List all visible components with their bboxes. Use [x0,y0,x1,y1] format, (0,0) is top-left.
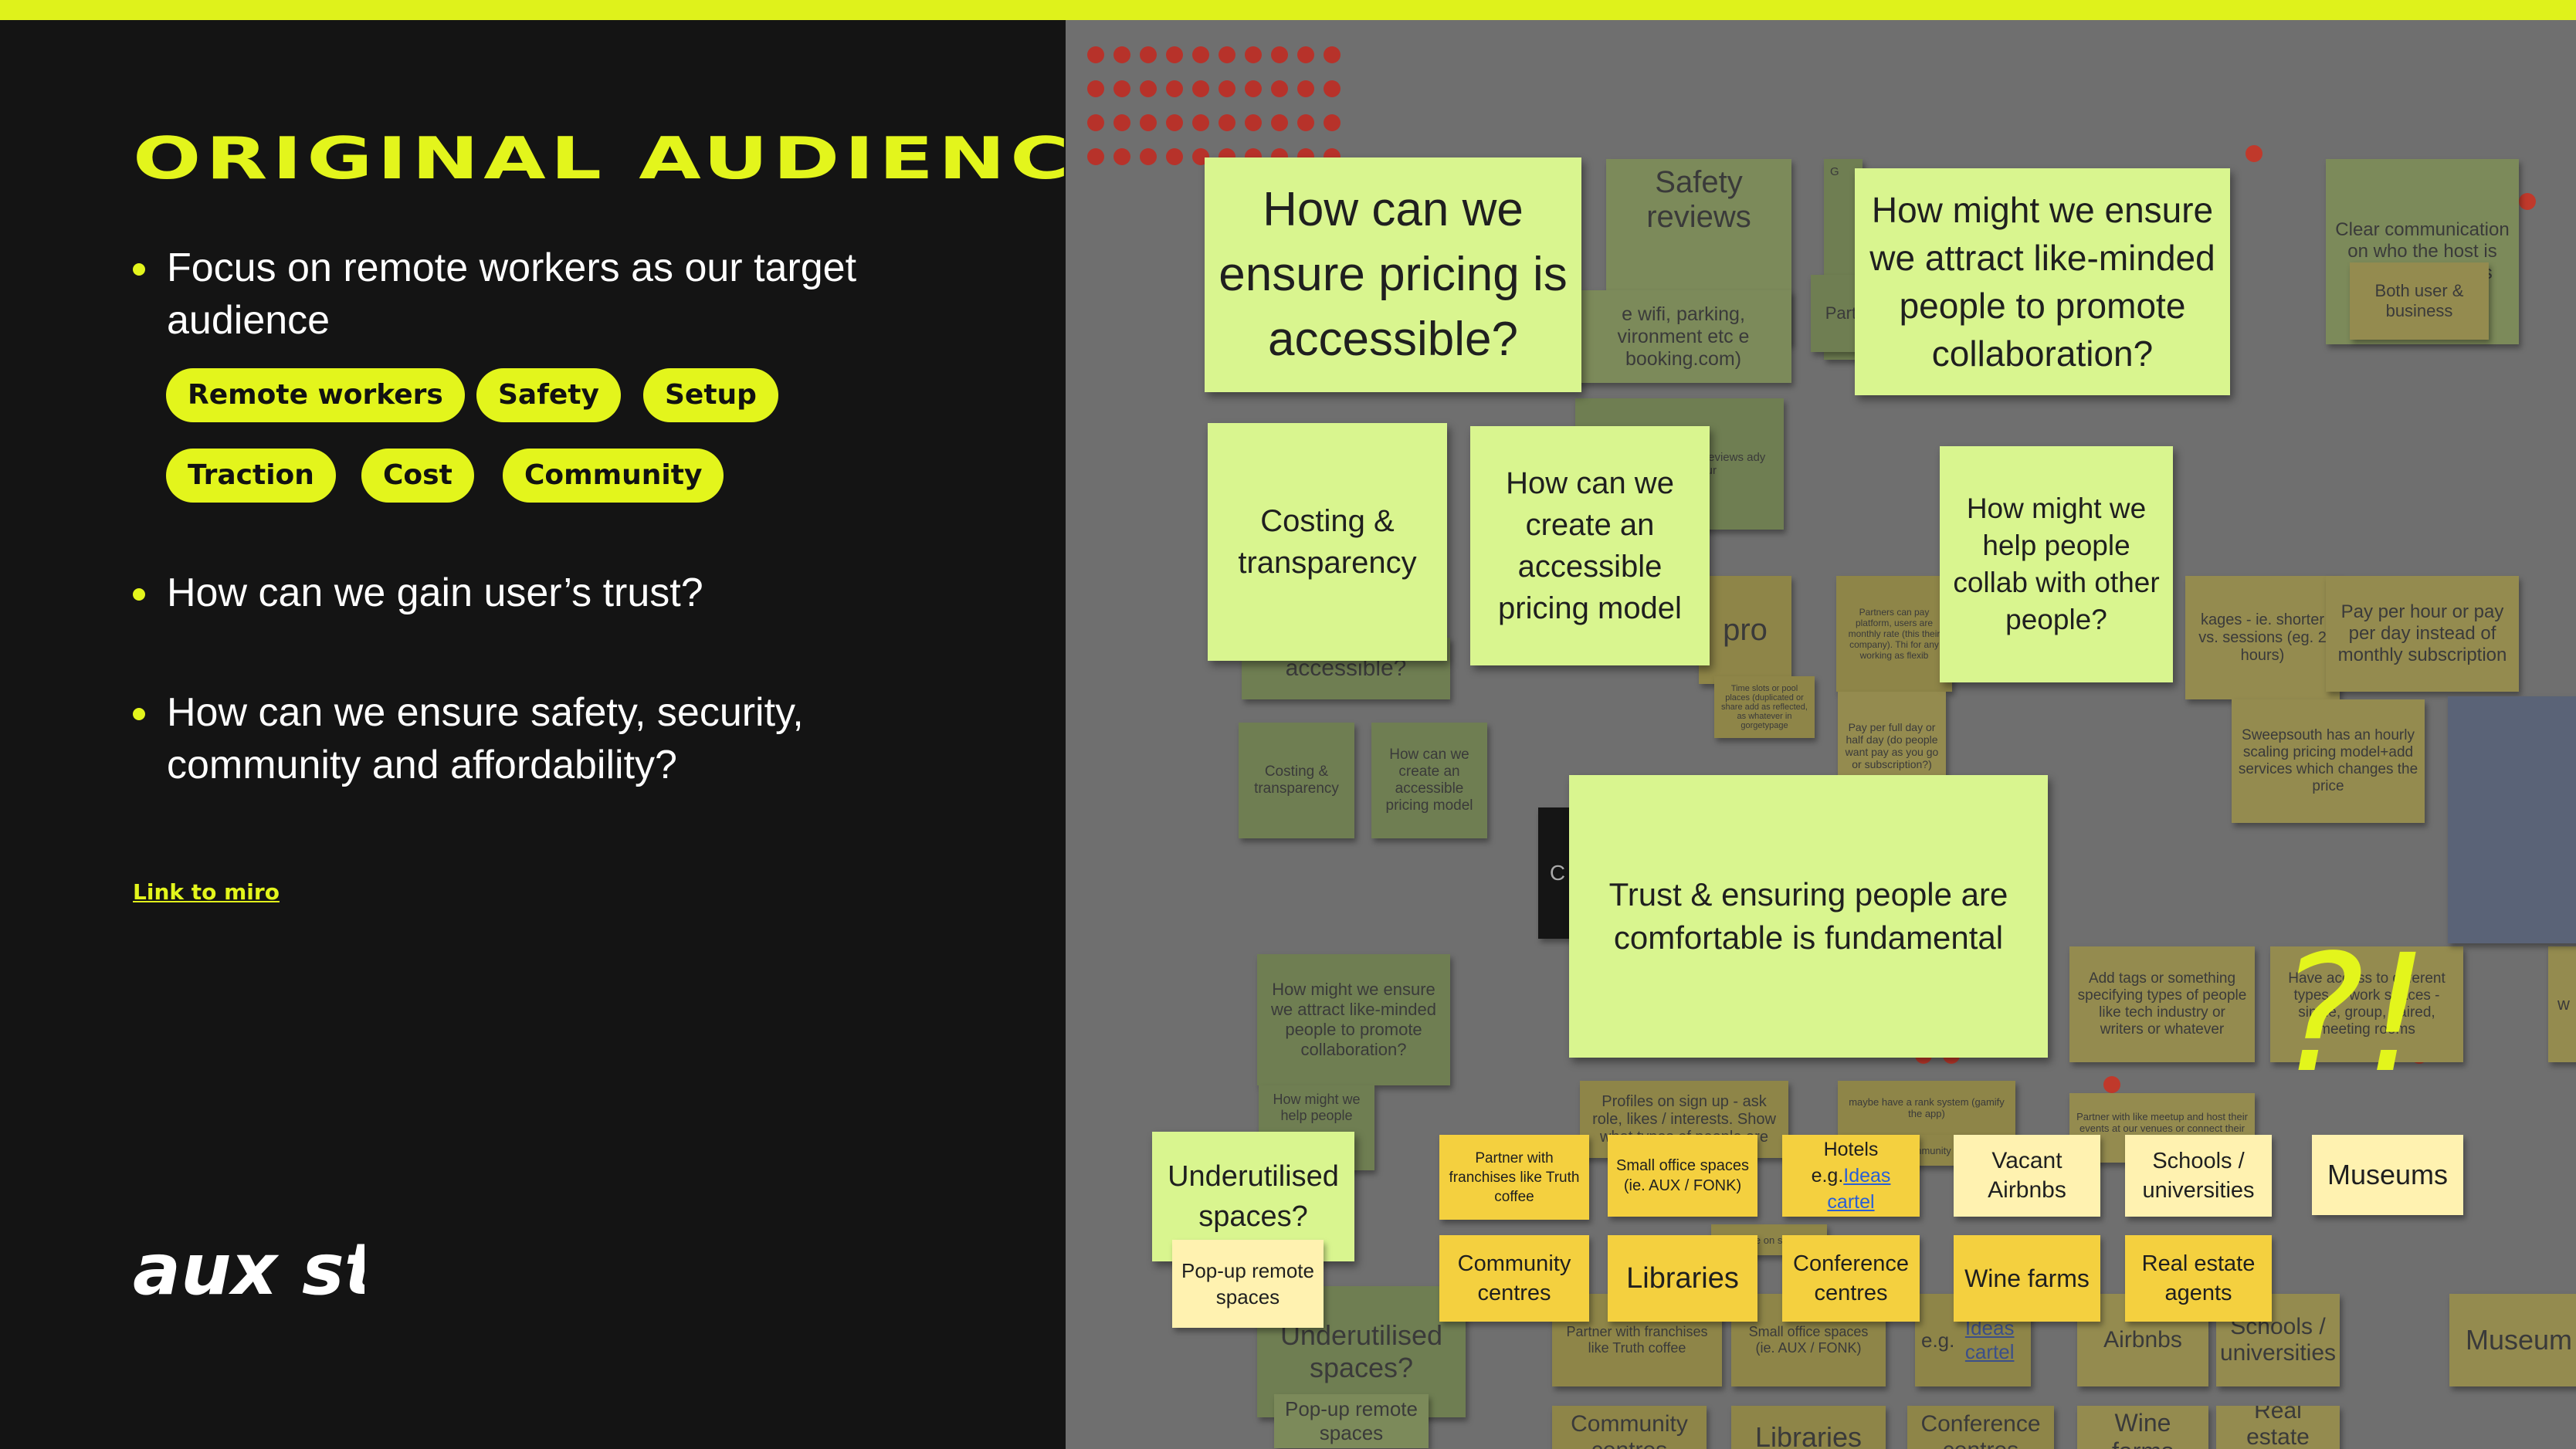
sticky-note: pro [1699,576,1791,684]
miro-board-screenshot: Safety reviews e wifi, parking, vironmen… [1066,20,2576,1449]
tag-safety: Safety [476,368,621,422]
sticky-vacant-airbnbs: Vacant Airbnbs [1954,1135,2100,1217]
tag-cost: Cost [361,449,474,503]
sticky-schools: Schools / universities [2125,1135,2272,1217]
bullet-text: Focus on remote workers as our target au… [167,245,857,343]
red-dot [2103,1076,2120,1093]
question-exclamation-annotation: ?! [2278,919,2425,1109]
sticky-conference-centres: Conference centres [1782,1235,1920,1322]
sticky-note: e wifi, parking, vironment etc e booking… [1575,290,1791,383]
sticky-note: Time slots or pool places (duplicated or… [1714,676,1815,738]
sticky-note: kages - ie. shorter vs. sessions (eg. 2 … [2185,576,2340,699]
sticky-pricing-accessible: How can we ensure pricing is accessible? [1205,157,1581,392]
sticky-hotels: Hotels e.g.Ideas cartel [1782,1135,1920,1217]
sticky-note: Pay per hour or pay per day instead of m… [2326,576,2519,692]
sticky-trust: Trust & ensuring people are comfortable … [1569,775,2048,1058]
sticky-note: How can we create an accessible pricing … [1371,723,1487,838]
accent-top-bar [0,0,2576,20]
annotation-text: ?! [2278,919,2425,1109]
sticky-costing-transparency: Costing & transparency [1208,423,1447,661]
slide-title: ORIGINAL AUDIENCE [133,124,1134,192]
bullet-text: How can we gain user’s trust? [167,570,703,615]
sticky-libraries: Libraries [1608,1235,1757,1322]
sticky-small-office: Small office spaces (ie. AUX / FONK) [1608,1135,1757,1217]
sticky-museums: Museums [2312,1135,2463,1215]
eg-label: e.g. [1921,1328,1955,1352]
sticky-note: Add tags or something specifying types o… [2069,946,2255,1062]
tag-remote-workers: Remote workers [166,368,465,422]
sticky-note: How might we ensure we attract like-mind… [1257,954,1450,1085]
sticky-community-centres: Community centres [1439,1235,1589,1322]
bullet-text: How can we ensure safety, security, comm… [167,690,804,787]
sticky-like-minded: How might we ensure we attract like-mind… [1855,168,2230,395]
app-preview-thumbnail [2448,696,2576,943]
sticky-note: Have access to different types of work s… [2270,946,2463,1062]
tag-setup: Setup [643,368,778,422]
bullet-dot-icon [133,588,145,601]
red-dot [2519,193,2536,210]
hotels-label: Hotels [1823,1139,1879,1160]
sticky-note: maybe have a rank system (gamify the app… [1838,1081,2015,1135]
sticky-note: Pop-up remote spaces [1274,1394,1429,1448]
bullet-dot-icon [133,708,145,720]
tag-traction: Traction [166,449,336,503]
tag-community: Community [503,449,724,503]
sticky-note: Both user & business [2350,262,2489,340]
sticky-note: Conference centres [1907,1406,2054,1449]
ideas-cartel-link: Ideas cartel [1964,1316,2015,1363]
sticky-note: Sweepsouth has an hourly scaling pricing… [2232,699,2425,823]
text-panel: ORIGINAL AUDIENCE Focus on remote worker… [0,20,1128,1449]
bullet-remote-workers: Focus on remote workers as our target au… [133,242,982,347]
ideas-cartel-link: Ideas cartel [1827,1165,1891,1213]
sticky-wine-farms: Wine farms [1954,1235,2100,1322]
sticky-note: Wine farms [2077,1406,2208,1449]
sticky-note: Costing & transparency [1239,723,1354,838]
bullet-safety: How can we ensure safety, security, comm… [133,686,982,791]
miro-link[interactable]: Link to miro [133,879,280,905]
sticky-real-estate: Real estate agents [2125,1235,2272,1322]
aux-studio-logo: aux studio [133,1228,364,1311]
sticky-partner: Partner with franchises like Truth coffe… [1439,1135,1589,1220]
sticky-popup: Pop-up remote spaces [1172,1240,1324,1328]
sticky-pricing-model: How can we create an accessible pricing … [1470,426,1710,665]
sticky-help-collab: How might we help people collab with oth… [1940,446,2173,682]
sticky-note: Museum [2449,1294,2576,1386]
red-dot [2246,145,2262,162]
eg-label: e.g. [1811,1165,1844,1187]
logo-text: aux studio [133,1228,364,1311]
sticky-note: Partners can pay platform, users are mon… [1836,576,1952,692]
sticky-note: w [2548,946,2576,1062]
sticky-note: Community centres [1552,1406,1707,1449]
sticky-note: Real estate agents [2216,1406,2340,1449]
sticky-note: Libraries [1731,1406,1886,1449]
bullet-dot-icon [133,263,145,276]
hotels-example: e.g.Ideas cartel [1788,1163,1913,1215]
sticky-note: Profiles on sign up - ask role, likes / … [1580,1081,1788,1158]
bullet-trust: How can we gain user’s trust? [133,567,982,619]
